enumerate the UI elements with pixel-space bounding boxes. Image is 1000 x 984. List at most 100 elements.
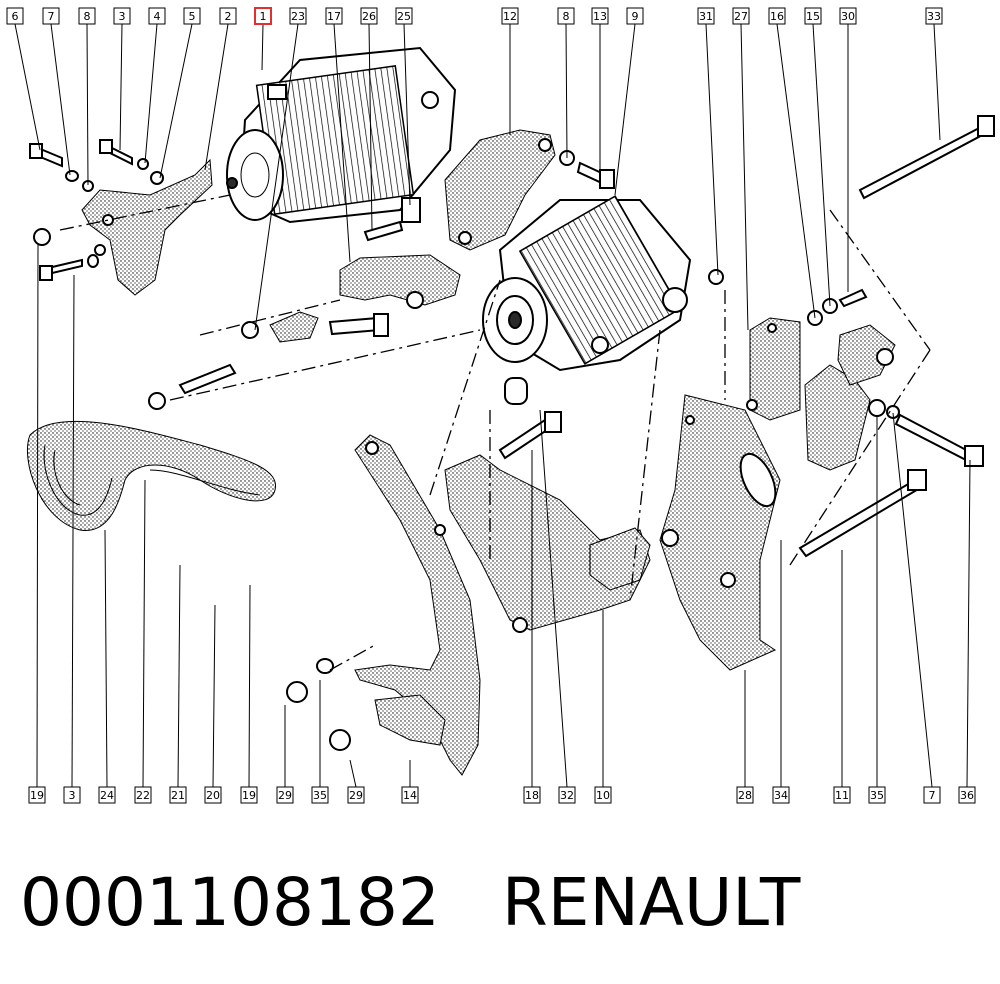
callout-top-6-0-box: [6, 7, 24, 25]
callout-leader-top-7: [261, 23, 264, 71]
callout-bottom-7-18-box: [923, 786, 941, 804]
callout-top-33-21-label: 33: [927, 10, 941, 23]
callout-top-2-6-box: [219, 7, 237, 25]
callout-top-15-19-label: 15: [806, 10, 820, 23]
callout-bottom-14-10-box: [401, 786, 419, 804]
callout-leader-bottom-1: [71, 274, 75, 788]
callout-leader-top-21: [933, 23, 941, 141]
callout-bottom-7-18-label: 7: [929, 789, 936, 802]
callout-bottom-24-2-box: [98, 786, 116, 804]
callout-top-23-8-label: 23: [291, 10, 305, 23]
callout-bottom-29-7-label: 29: [278, 789, 292, 802]
callout-top-8-13-label: 8: [563, 10, 570, 23]
callout-leader-top-3: [119, 23, 123, 151]
callout-leader-top-2: [86, 23, 89, 186]
callout-leader-top-11: [403, 23, 411, 206]
callout-top-2-6: 2: [219, 7, 237, 25]
callout-bottom-34-15: 34: [772, 786, 790, 804]
callout-bottom-20-5: 20: [204, 786, 222, 804]
callout-leader-top-1: [50, 23, 71, 176]
callout-bottom-29-9-box: [347, 786, 365, 804]
callout-top-3-3-label: 3: [119, 10, 126, 23]
alternator: [482, 195, 692, 372]
callout-bottom-3-1-label: 3: [69, 789, 76, 802]
callout-top-8-2-label: 8: [84, 10, 91, 23]
callout-top-27-17: 27: [732, 7, 750, 25]
callout-bottom-36-19-box: [958, 786, 976, 804]
callout-top-3-3-box: [113, 7, 131, 25]
callout-bottom-14-10: 14: [401, 786, 419, 804]
callout-bottom-28-14-box: [736, 786, 754, 804]
callout-leader-bottom-19: [966, 459, 971, 788]
callout-top-13-14-box: [591, 7, 609, 25]
callout-leader-top-10: [368, 23, 373, 231]
starter-motor: [226, 46, 457, 224]
callout-top-6-0-label: 6: [12, 10, 19, 23]
callout-bottom-29-7: 29: [276, 786, 294, 804]
callout-top-9-15: 9: [626, 7, 644, 25]
callout-bottom-35-17-box: [868, 786, 886, 804]
middle-bracket: [444, 377, 651, 633]
callout-top-1-7-box: [254, 7, 272, 25]
callout-top-30-20: 30: [839, 7, 857, 25]
callout-top-33-21: 33: [925, 7, 943, 25]
callout-top-16-18-label: 16: [770, 10, 784, 23]
brand-name: RENAULT: [501, 864, 801, 941]
callout-top-33-21-box: [925, 7, 943, 25]
callout-bottom-11-16-box: [833, 786, 851, 804]
callout-bottom-21-4: 21: [169, 786, 187, 804]
callout-top-5-5: 5: [183, 7, 201, 25]
callout-top-8-2-box: [78, 7, 96, 25]
callout-leader-top-18: [776, 23, 816, 319]
callout-top-8-13-box: [557, 7, 575, 25]
callout-top-9-15-label: 9: [632, 10, 639, 23]
callout-top-5-5-label: 5: [189, 10, 196, 23]
callout-bottom-11-16: 11: [833, 786, 851, 804]
callout-bottom-19-6: 19: [240, 786, 258, 804]
callout-bottom-10-13: 10: [594, 786, 612, 804]
callout-bottom-35-8: 35: [311, 786, 329, 804]
callout-leader-top-0: [14, 23, 41, 151]
callout-top-25-11-box: [395, 7, 413, 25]
callout-top-7-1-label: 7: [48, 10, 55, 23]
callout-bottom-24-2-label: 24: [100, 789, 114, 802]
callout-bottom-18-11-label: 18: [525, 789, 539, 802]
callout-bottom-35-8-label: 35: [313, 789, 327, 802]
callout-top-25-11-label: 25: [397, 10, 411, 23]
callout-bottom-10-13-box: [594, 786, 612, 804]
callout-leader-bottom-4: [177, 564, 181, 788]
callout-top-23-8: 23: [289, 7, 307, 25]
callout-leader-bottom-6: [248, 584, 251, 788]
callout-bottom-35-17-label: 35: [870, 789, 884, 802]
callout-top-17-9: 17: [325, 7, 343, 25]
callout-top-31-16-label: 31: [699, 10, 713, 23]
callout-bottom-21-4-label: 21: [171, 789, 185, 802]
callout-top-30-20-box: [839, 7, 857, 25]
callout-bottom-11-16-label: 11: [835, 789, 849, 802]
long-arm-bracket: [286, 434, 481, 776]
callout-bottom-22-3-box: [134, 786, 152, 804]
callout-leader-top-19: [812, 23, 831, 307]
callout-bottom-32-12-label: 32: [560, 789, 574, 802]
large-mount-plate: [659, 394, 781, 671]
callout-top-1-7: 1: [254, 7, 272, 25]
callout-top-12-12-label: 12: [503, 10, 517, 23]
callout-bottom-3-1: 3: [63, 786, 81, 804]
spacer-block: [746, 317, 801, 421]
callout-bottom-24-2: 24: [98, 786, 116, 804]
callout-top-8-2: 8: [78, 7, 96, 25]
upper-mount-bracket: [363, 129, 615, 251]
callout-top-31-16: 31: [697, 7, 715, 25]
callout-leader-bottom-18: [892, 412, 933, 788]
callout-leader-bottom-12: [539, 409, 568, 788]
callout-top-15-19-box: [804, 7, 822, 25]
callout-bottom-22-3-label: 22: [136, 789, 150, 802]
callout-top-12-12: 12: [501, 7, 519, 25]
callout-leader-top-15: [614, 23, 636, 196]
callout-bottom-18-11: 18: [523, 786, 541, 804]
callout-bottom-29-9: 29: [347, 786, 365, 804]
callout-bottom-29-9-label: 29: [349, 789, 363, 802]
tensioner-bracket: [148, 254, 461, 410]
part-number: 0001108182: [20, 864, 440, 941]
